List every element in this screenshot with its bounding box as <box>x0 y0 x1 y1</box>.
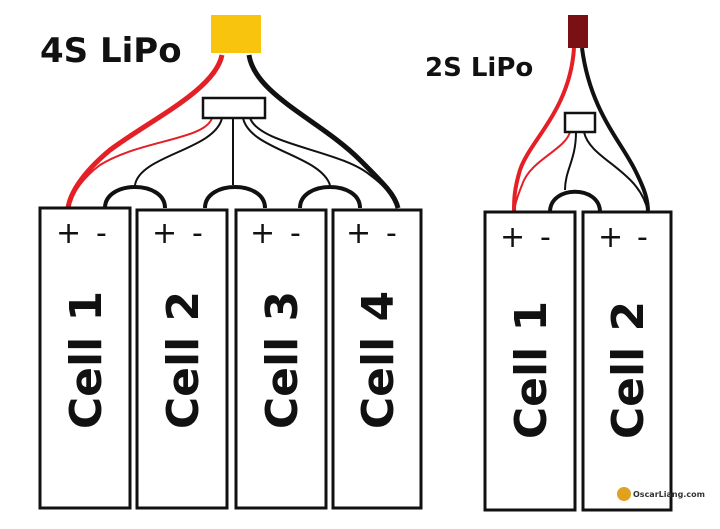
title-4s: 4S LiPo <box>40 31 182 71</box>
logo-icon <box>617 487 631 501</box>
svg-text:Cell 1: Cell 1 <box>61 291 112 429</box>
svg-text:Cell 2: Cell 2 <box>603 301 654 439</box>
svg-text:+: + <box>598 220 623 255</box>
svg-text:Cell 4: Cell 4 <box>353 291 404 429</box>
xt60-connector-4s <box>211 15 261 53</box>
svg-text:Cell 1: Cell 1 <box>506 301 557 439</box>
cell-2s-2: + - Cell 2 <box>581 210 673 512</box>
cell-4s-3: + - Cell 3 <box>234 208 328 510</box>
svg-text:-: - <box>386 216 397 251</box>
svg-text:-: - <box>540 220 551 255</box>
cell-4s-1: + - Cell 1 <box>38 206 132 510</box>
cell-2s-1: + - Cell 1 <box>483 210 577 512</box>
xt30-connector-2s <box>568 15 588 48</box>
svg-text:Cell 2: Cell 2 <box>158 291 209 429</box>
cell-4s-2: + - Cell 2 <box>135 208 229 510</box>
svg-text:-: - <box>192 216 203 251</box>
svg-text:-: - <box>96 216 107 251</box>
title-2s: 2S LiPo <box>425 53 533 83</box>
balance-connector-2s <box>563 111 597 134</box>
svg-text:+: + <box>346 216 371 251</box>
svg-text:Cell 3: Cell 3 <box>257 291 308 429</box>
balance-connector-4s <box>201 96 267 120</box>
wires-4s <box>65 54 401 209</box>
svg-text:+: + <box>152 216 177 251</box>
svg-text:+: + <box>250 216 275 251</box>
svg-text:+: + <box>500 220 525 255</box>
cell-4s-4: + - Cell 4 <box>331 208 423 510</box>
wires-2s <box>512 47 650 213</box>
svg-text:OscarLiang.com: OscarLiang.com <box>633 490 705 499</box>
svg-text:-: - <box>290 216 301 251</box>
watermark-logo: OscarLiang.com <box>617 487 705 501</box>
svg-text:-: - <box>637 220 648 255</box>
svg-text:+: + <box>56 216 81 251</box>
